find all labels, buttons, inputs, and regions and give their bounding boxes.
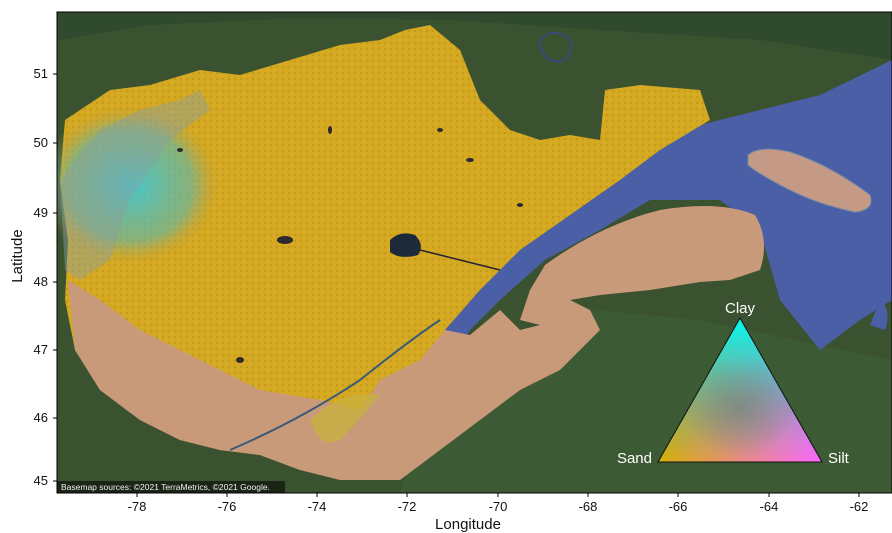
x-tick-label: -62 xyxy=(850,499,869,514)
y-tick-label: 51 xyxy=(34,66,48,81)
map-panel: Basemap sources: ©2021 TerraMetrics, ©20… xyxy=(57,12,892,493)
west-mixed-strip xyxy=(60,90,210,280)
x-tick-label: -72 xyxy=(398,499,417,514)
legend-triangle-center-overlay xyxy=(658,318,822,462)
y-tick-label: 47 xyxy=(34,342,48,357)
clay-region xyxy=(57,105,220,265)
y-tick-label: 45 xyxy=(34,473,48,488)
legend-label-clay: Clay xyxy=(725,300,756,317)
x-axis: -78 -76 -74 -72 -70 -68 -66 -64 -62 xyxy=(128,493,869,514)
x-tick-label: -68 xyxy=(579,499,598,514)
st-lawrence-lowlands xyxy=(68,280,600,480)
x-axis-title: Longitude xyxy=(435,516,501,533)
lake-saint-jean xyxy=(390,233,421,257)
lowlands-yellow-veins xyxy=(310,394,380,443)
legend-label-silt: Silt xyxy=(828,450,850,467)
attribution-text: Basemap sources: ©2021 TerraMetrics, ©20… xyxy=(61,482,270,492)
gulf-water xyxy=(425,60,892,375)
ternary-legend: Clay Sand Silt xyxy=(617,300,850,467)
legend-triangle-outline xyxy=(657,316,823,463)
st-lawrence-river xyxy=(229,319,441,451)
y-tick-label: 46 xyxy=(34,410,48,425)
quebec-mainland-texture xyxy=(60,25,710,470)
basemap-forest-texture xyxy=(57,12,892,60)
x-tick-label: -74 xyxy=(308,499,327,514)
y-tick-label: 50 xyxy=(34,135,48,150)
x-tick-label: -66 xyxy=(669,499,688,514)
y-tick-label: 49 xyxy=(34,205,48,220)
y-axis-title: Latitude xyxy=(9,229,26,282)
lake-south-east xyxy=(870,300,888,330)
gaspe-peninsula xyxy=(520,206,764,325)
legend-label-sand: Sand xyxy=(617,450,652,467)
x-tick-label: -64 xyxy=(760,499,779,514)
attribution-background xyxy=(57,481,285,493)
y-axis: 51 50 49 48 47 46 45 xyxy=(34,66,57,488)
y-tick-label: 48 xyxy=(34,274,48,289)
x-tick-label: -78 xyxy=(128,499,147,514)
x-tick-label: -76 xyxy=(218,499,237,514)
anticosti-island xyxy=(747,148,872,213)
saguenay-river xyxy=(419,249,501,271)
small-lakes xyxy=(177,126,523,363)
map-frame xyxy=(56,11,892,494)
x-tick-label: -70 xyxy=(489,499,508,514)
lake-top xyxy=(538,31,573,64)
